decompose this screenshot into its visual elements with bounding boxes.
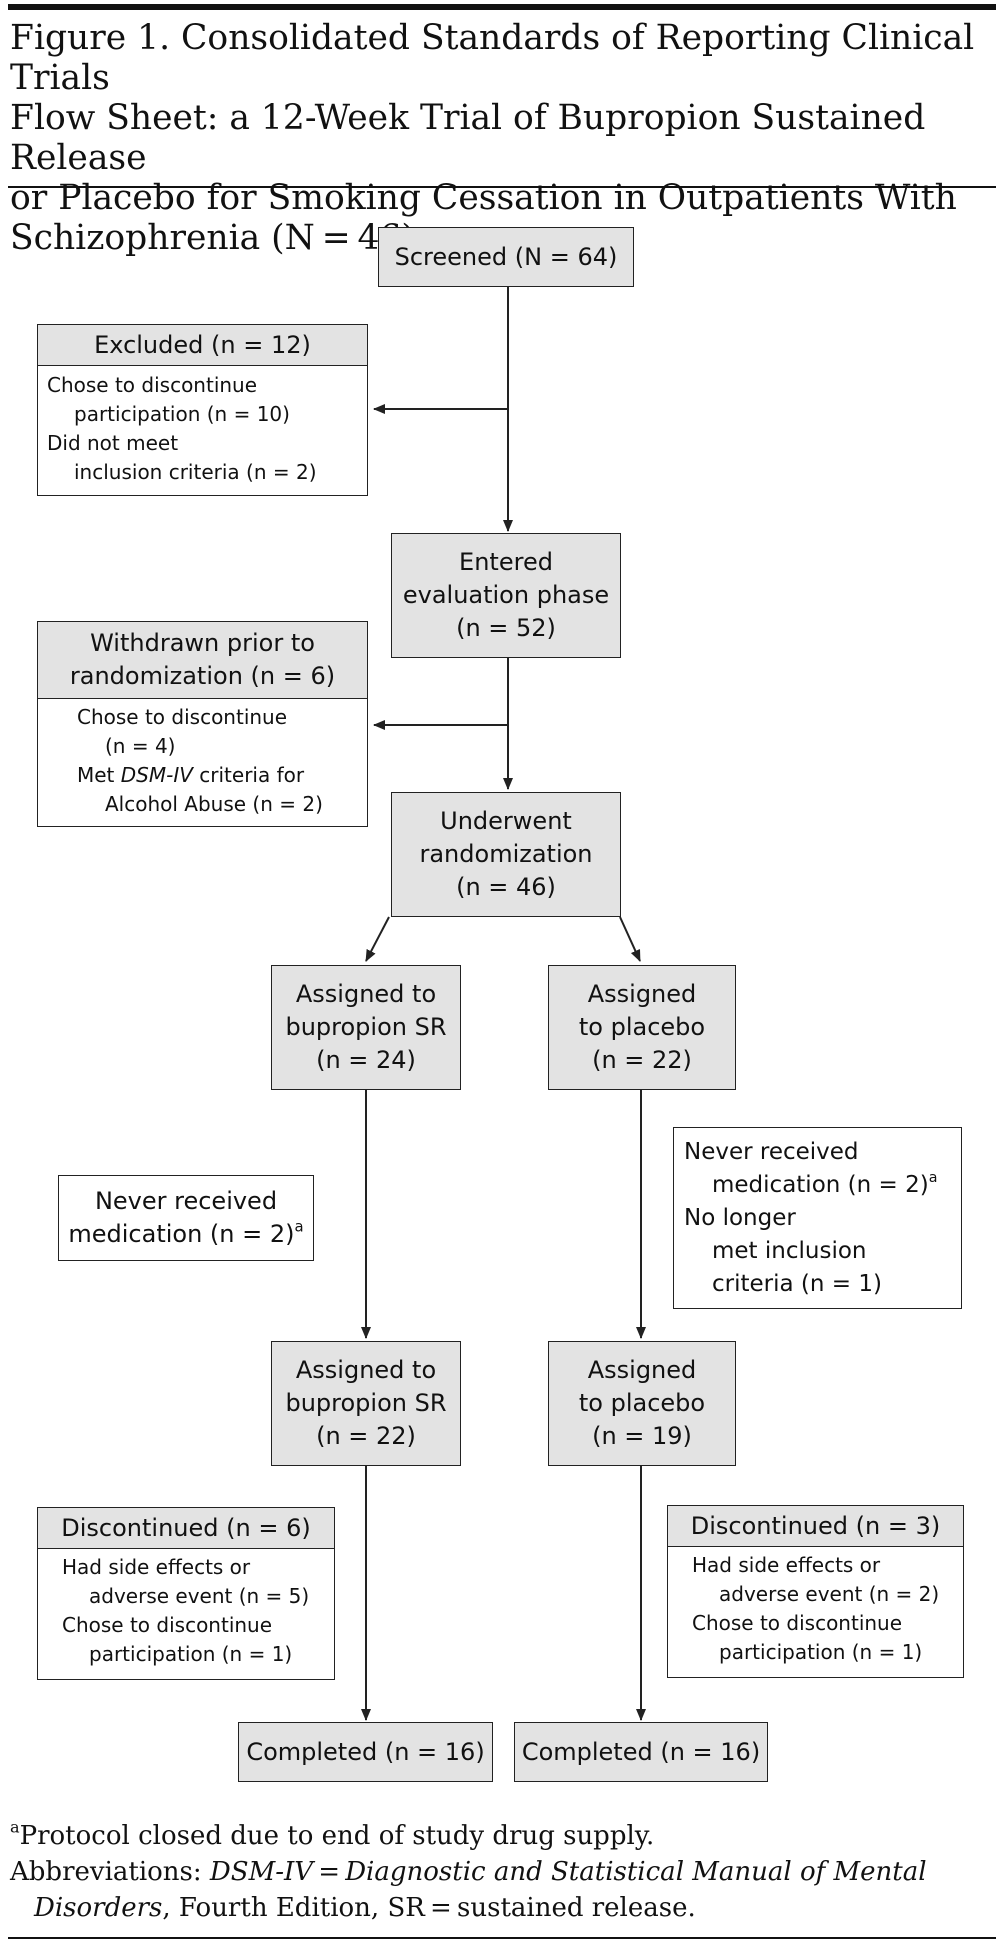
placebo-assigned-2-line: to placebo bbox=[578, 1389, 706, 1417]
randomization-line: (n = 46) bbox=[456, 873, 556, 901]
figure-title-line: Figure 1. Consolidated Standards of Repo… bbox=[10, 18, 975, 98]
excluded-box: Excluded (n = 12) Chose to discontinue p… bbox=[37, 324, 368, 496]
bupropion-discontinued-line: adverse event (n = 5) bbox=[89, 1584, 310, 1608]
bupropion-never-line: medication (n = 2)a bbox=[68, 1217, 304, 1248]
placebo-completed-label: Completed (n = 16) bbox=[521, 1737, 761, 1766]
placebo-never-line: No longer bbox=[684, 1205, 796, 1231]
placebo-never-line: criteria (n = 1) bbox=[712, 1271, 882, 1297]
bupropion-assigned-2-line: Assigned to bbox=[295, 1356, 437, 1384]
evaluation-line: Entered bbox=[459, 548, 553, 576]
placebo-never-line: Never received bbox=[684, 1139, 859, 1165]
excluded-line: participation (n = 10) bbox=[74, 402, 290, 426]
placebo-completed-box: Completed (n = 16) bbox=[514, 1722, 768, 1782]
placebo-assigned-box: Assigned to placebo (n = 22) bbox=[548, 965, 736, 1090]
bupropion-discontinued-details: Had side effects or adverse event (n = 5… bbox=[38, 1549, 334, 1669]
randomization-box: Underwent randomization (n = 46) bbox=[391, 792, 621, 917]
withdrawn-box: Withdrawn prior to randomization (n = 6)… bbox=[37, 621, 368, 827]
placebo-assigned-2-box: Assigned to placebo (n = 19) bbox=[548, 1341, 736, 1466]
bupropion-discontinued-box: Discontinued (n = 6) Had side effects or… bbox=[37, 1507, 335, 1680]
bupropion-discontinued-line: Chose to discontinue bbox=[62, 1613, 273, 1637]
placebo-assigned-2-line: Assigned bbox=[587, 1356, 697, 1384]
bupropion-discontinued-header: Discontinued (n = 6) bbox=[38, 1508, 334, 1549]
evaluation-line: evaluation phase bbox=[402, 581, 610, 609]
footnote-a: aProtocol closed due to end of study dru… bbox=[10, 1817, 655, 1851]
screened-box: Screened (N = 64) bbox=[378, 227, 634, 287]
figure-title: Figure 1. Consolidated Standards of Repo… bbox=[10, 18, 990, 258]
placebo-assigned-line: (n = 22) bbox=[592, 1046, 692, 1074]
placebo-assigned-line: to placebo bbox=[578, 1013, 706, 1041]
bupropion-never-line: Never received bbox=[94, 1187, 278, 1215]
placebo-discontinued-line: participation (n = 1) bbox=[719, 1640, 923, 1664]
excluded-details: Chose to discontinue participation (n = … bbox=[38, 366, 367, 487]
placebo-assigned-line: Assigned bbox=[587, 980, 697, 1008]
placebo-discontinued-box: Discontinued (n = 3) Had side effects or… bbox=[667, 1505, 964, 1678]
placebo-discontinued-line: Had side effects or bbox=[692, 1553, 881, 1577]
placebo-discontinued-details: Had side effects or adverse event (n = 2… bbox=[668, 1547, 963, 1667]
excluded-line: Did not meet bbox=[47, 431, 179, 455]
excluded-header: Excluded (n = 12) bbox=[38, 325, 367, 366]
evaluation-line: (n = 52) bbox=[456, 614, 556, 642]
abbreviations-line: Abbreviations: DSM-IV = Diagnostic and S… bbox=[10, 1857, 927, 1887]
bupropion-never-received-box: Never received medication (n = 2)a bbox=[58, 1175, 314, 1261]
title-rule bbox=[8, 186, 996, 188]
withdrawn-line: Alcohol Abuse (n = 2) bbox=[105, 792, 323, 816]
evaluation-box: Entered evaluation phase (n = 52) bbox=[391, 533, 621, 658]
bupropion-assigned-2-line: (n = 22) bbox=[316, 1422, 416, 1450]
excluded-line: Chose to discontinue bbox=[47, 373, 258, 397]
randomization-line: randomization bbox=[419, 840, 593, 868]
placebo-never-line: medication (n = 2)a bbox=[712, 1170, 938, 1198]
bupropion-completed-label: Completed (n = 16) bbox=[246, 1737, 485, 1766]
bottom-rule bbox=[8, 1937, 996, 1939]
bupropion-assigned-2-box: Assigned to bupropion SR (n = 22) bbox=[271, 1341, 461, 1466]
excluded-line: inclusion criteria (n = 2) bbox=[74, 460, 317, 484]
bupropion-assigned-2-line: bupropion SR bbox=[285, 1389, 447, 1417]
placebo-discontinued-line: adverse event (n = 2) bbox=[719, 1582, 940, 1606]
bupropion-assigned-line: bupropion SR bbox=[285, 1013, 447, 1041]
withdrawn-line: Met DSM-IV criteria for bbox=[77, 763, 305, 787]
withdrawn-details: Chose to discontinue (n = 4) Met DSM-IV … bbox=[38, 699, 367, 819]
bupropion-assigned-line: Assigned to bbox=[295, 980, 437, 1008]
placebo-never-line: met inclusion bbox=[712, 1238, 867, 1264]
withdrawn-header-line: Withdrawn prior to bbox=[90, 629, 315, 657]
bupropion-discontinued-line: Had side effects or bbox=[62, 1555, 251, 1579]
abbreviations-line: Disorders, Fourth Edition, SR = sustaine… bbox=[34, 1893, 696, 1923]
placebo-discontinued-line: Chose to discontinue bbox=[692, 1611, 903, 1635]
top-rule bbox=[8, 4, 996, 10]
placebo-discontinued-header: Discontinued (n = 3) bbox=[668, 1506, 963, 1547]
figure-title-line: Flow Sheet: a 12-Week Trial of Bupropion… bbox=[10, 98, 926, 178]
placebo-assigned-2-line: (n = 19) bbox=[592, 1422, 692, 1450]
placebo-never-received-box: Never received medication (n = 2)a No lo… bbox=[673, 1127, 962, 1309]
figure-title-line: Schizophrenia (N = 46) bbox=[10, 218, 415, 258]
bupropion-assigned-line: (n = 24) bbox=[316, 1046, 416, 1074]
figure-title-line: or Placebo for Smoking Cessation in Outp… bbox=[10, 178, 957, 218]
screened-label: Screened (N = 64) bbox=[394, 242, 618, 271]
withdrawn-header: Withdrawn prior to randomization (n = 6) bbox=[38, 622, 367, 699]
arrow-to-bupropion bbox=[365, 916, 390, 962]
arrow-to-placebo bbox=[619, 916, 641, 962]
withdrawn-line: Chose to discontinue bbox=[77, 705, 288, 729]
randomization-line: Underwent bbox=[440, 807, 572, 835]
bupropion-assigned-box: Assigned to bupropion SR (n = 24) bbox=[271, 965, 461, 1090]
bupropion-discontinued-line: participation (n = 1) bbox=[89, 1642, 293, 1666]
footnotes: aProtocol closed due to end of study dru… bbox=[10, 1818, 990, 1926]
bupropion-completed-box: Completed (n = 16) bbox=[238, 1722, 493, 1782]
withdrawn-header-line: randomization (n = 6) bbox=[69, 662, 336, 690]
withdrawn-line: (n = 4) bbox=[105, 734, 176, 758]
